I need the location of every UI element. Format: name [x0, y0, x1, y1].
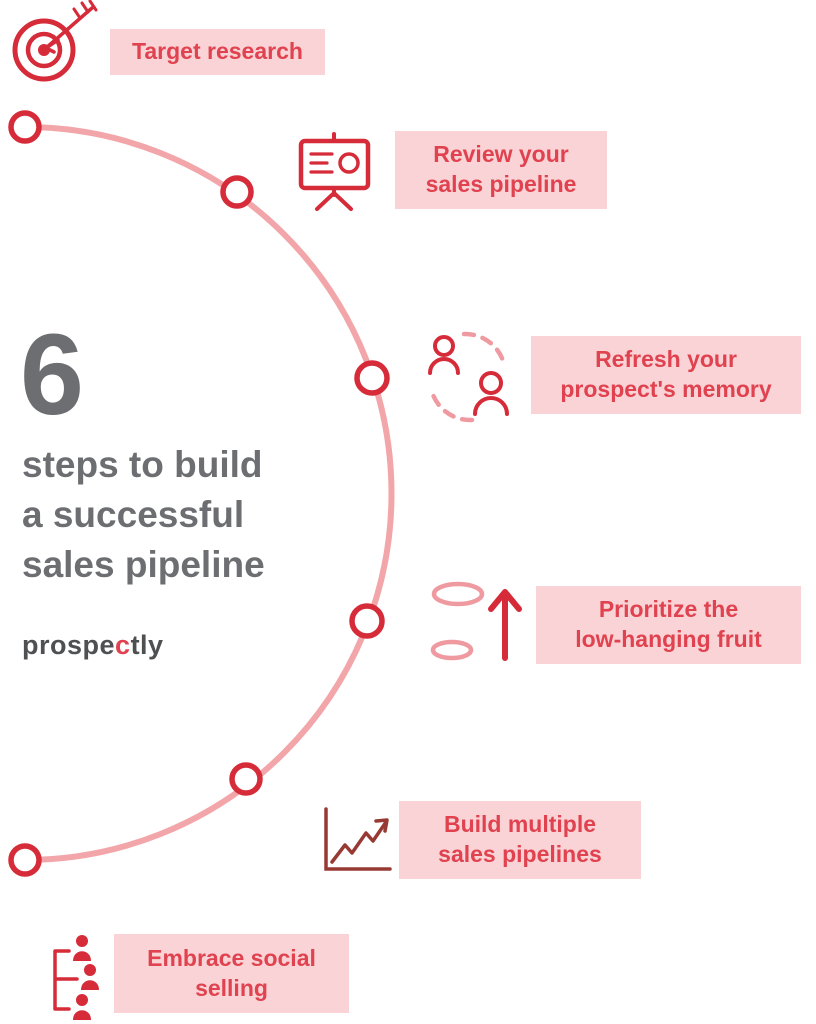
people-refresh-icon — [428, 331, 509, 423]
arc-node — [354, 360, 390, 396]
big-number: 6 — [20, 311, 84, 439]
step-label-target-research: Target research — [110, 29, 325, 75]
headline: steps to build a successful sales pipeli… — [22, 440, 265, 590]
step-label-prioritize-fruit: Prioritize the low-hanging fruit — [536, 586, 801, 664]
headline-line-3: sales pipeline — [22, 543, 265, 585]
prospectly-logo: prospectly — [22, 630, 164, 661]
rings-up-arrow-icon — [430, 581, 522, 661]
arc-node — [220, 175, 254, 209]
logo-text: tly — [130, 630, 164, 660]
line-chart-icon — [324, 807, 392, 871]
presentation-board-icon — [298, 132, 371, 211]
step-label-build-pipelines: Build multiple sales pipelines — [399, 801, 641, 879]
target-dart-icon — [12, 0, 98, 82]
arc-node — [8, 110, 42, 144]
step-label-review-pipeline: Review your sales pipeline — [395, 131, 607, 209]
arc-node — [8, 843, 42, 877]
arc-node — [229, 762, 263, 796]
step-label-social-selling: Embrace social selling — [114, 934, 349, 1013]
arc-node — [349, 603, 385, 639]
logo-accent-letter: c — [115, 630, 131, 660]
social-hierarchy-icon — [53, 935, 99, 1020]
headline-line-2: a successful — [22, 493, 245, 535]
logo-text: prospe — [22, 630, 116, 660]
headline-line-1: steps to build — [22, 444, 263, 485]
step-label-refresh-memory: Refresh your prospect's memory — [531, 336, 801, 414]
